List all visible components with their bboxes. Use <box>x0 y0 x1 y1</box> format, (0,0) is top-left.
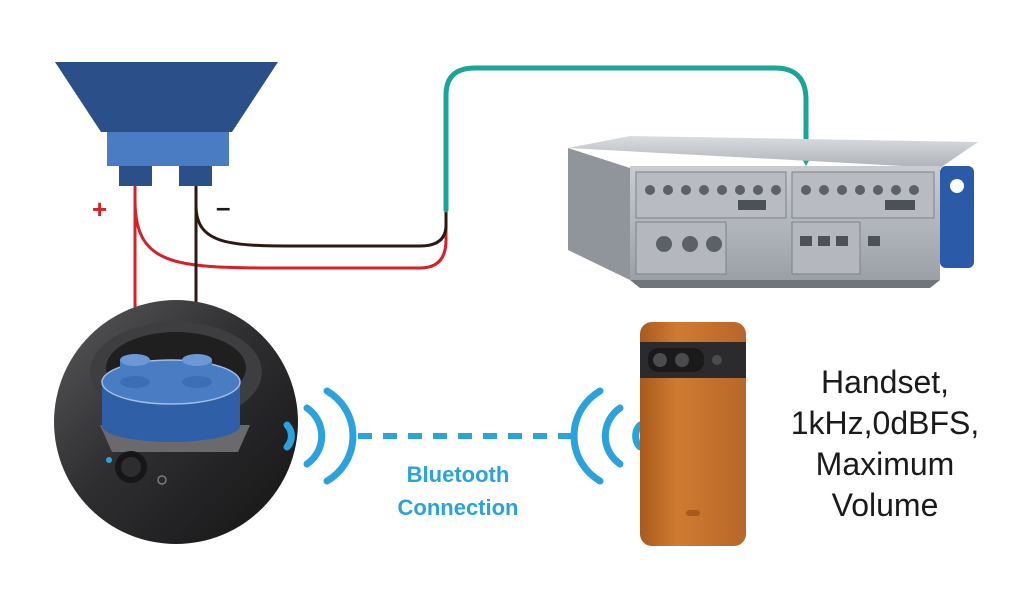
wireless-signal-icon <box>570 387 644 485</box>
bluetooth-label-line: Bluetooth <box>406 462 510 487</box>
bluetooth-connection-label: Bluetooth Connection <box>368 458 548 524</box>
loudspeaker-icon <box>55 62 278 186</box>
speaker-driver-icon <box>101 354 241 442</box>
smartphone-icon <box>640 322 746 546</box>
wireless-signal-icon <box>283 387 357 485</box>
note-line: Maximum <box>815 446 955 482</box>
positive-terminal-label: + <box>92 194 108 224</box>
note-line: Handset, <box>820 364 950 400</box>
note-line: Volume <box>831 487 939 523</box>
test-conditions-note: Handset, 1kHz,0dBFS, Maximum Volume <box>770 362 1000 526</box>
bluetooth-label-line: Connection <box>397 495 519 520</box>
audio-analyzer-icon <box>568 136 978 288</box>
negative-terminal-label: – <box>216 192 231 222</box>
note-line: 1kHz,0dBFS, <box>790 405 980 441</box>
